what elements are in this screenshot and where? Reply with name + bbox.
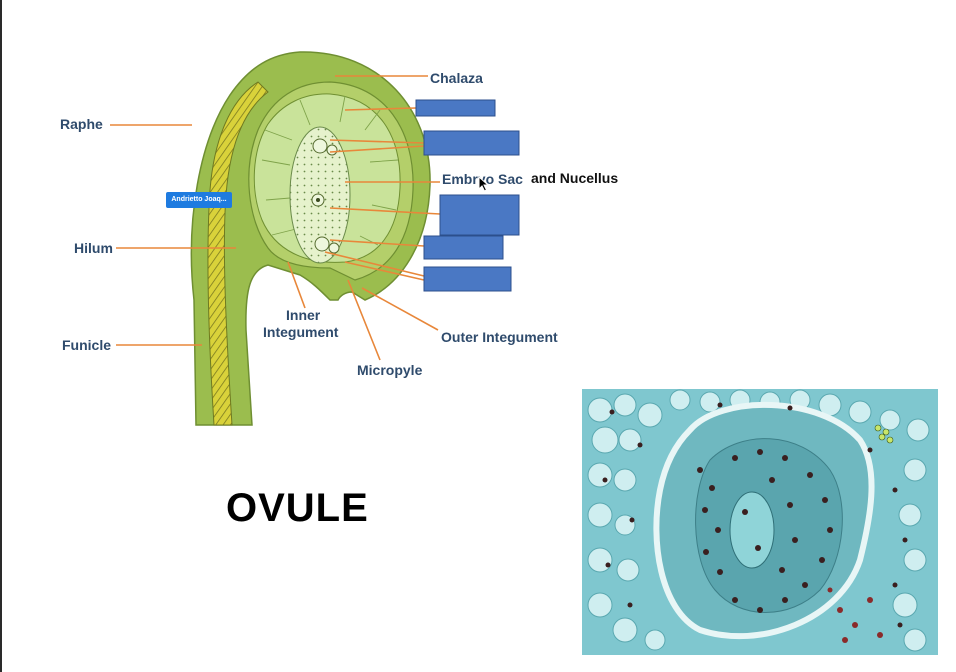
micrograph-nuclei bbox=[602, 402, 908, 628]
mouse-cursor-icon bbox=[478, 176, 490, 192]
cover-box-2 bbox=[423, 130, 520, 156]
label-outer-integument: Outer Integument bbox=[441, 329, 558, 345]
label-embryo-sac: Embryo Sac bbox=[442, 171, 523, 187]
micrograph-red-stain bbox=[827, 587, 883, 643]
micrograph-pollen bbox=[874, 424, 894, 444]
cover-box-1 bbox=[415, 99, 496, 117]
pointer-lines bbox=[110, 75, 441, 361]
window-left-border bbox=[0, 0, 2, 672]
label-nucellus: and Nucellus bbox=[531, 170, 618, 186]
vascular-strand bbox=[207, 81, 269, 426]
label-inner-integument-2: Integument bbox=[263, 324, 339, 340]
nucellus-cells bbox=[261, 95, 399, 246]
cover-box-5 bbox=[423, 266, 512, 292]
slide-title: OVULE bbox=[226, 486, 369, 530]
label-micropyle: Micropyle bbox=[357, 362, 423, 378]
ovule-micrograph bbox=[582, 389, 938, 655]
label-hilum: Hilum bbox=[74, 240, 113, 256]
label-raphe: Raphe bbox=[60, 116, 103, 132]
label-inner-integument-1: Inner bbox=[286, 307, 321, 323]
label-chalaza: Chalaza bbox=[430, 70, 483, 86]
cover-box-3 bbox=[439, 194, 520, 236]
presenter-name-tag[interactable]: Andrietto Joaq... bbox=[166, 192, 232, 208]
cover-box-4 bbox=[423, 235, 504, 260]
label-funicle: Funicle bbox=[62, 337, 111, 353]
